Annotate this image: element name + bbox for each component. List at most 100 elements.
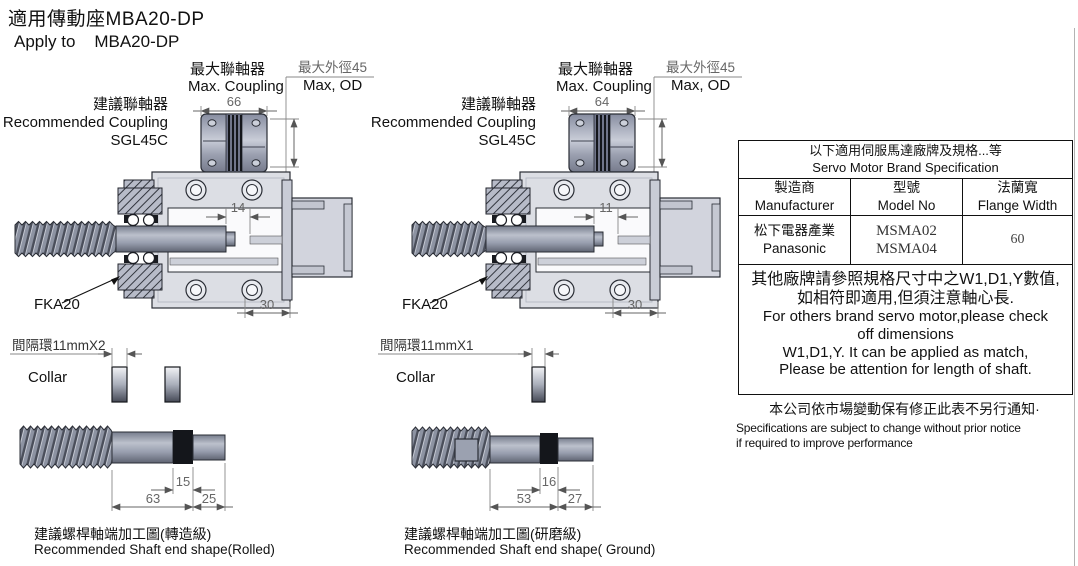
shaft-end-drawing: 15 63 25 建議螺桿軸端加工圖(轉造級) Recommended Shaf… [19,425,275,557]
ballscrew-shaft-thread [14,220,123,258]
leader-arrowhead [111,276,120,285]
col-header-flange-width: 法蘭寬 Flange Width [963,179,1072,215]
recommended-coupling-model: SGL45C [478,132,536,149]
spec-table-title: 以下適用伺服馬達廠牌及規格...等 Servo Motor Brand Spec… [739,141,1072,179]
coupling-screw [575,119,585,127]
spec-table-header-row: 製造商 Manufacturer 型號 Model No 法蘭寬 Flange … [739,179,1072,216]
max-coupling-label-zh: 最大聯軸器 [190,61,265,78]
max-coupling-label-en: Max. Coupling [188,78,284,95]
collar-label-en: Collar [396,369,435,386]
collar-cluster: 間隔環11mmX1 Collar [378,338,559,403]
drawing-group-rolled: 最大聯軸器 Max. Coupling 66 最大外徑45 [3,60,374,557]
manufacturer-en: Panasonic [762,241,827,256]
model-no-1: MSMA02 [876,223,937,239]
change-notice-en: Specifications are subject to change wit… [736,421,1078,451]
spec-table-notes: 其他廠牌請參照規格尺寸中之W1,D1,Y數值, 如相符即適用,但須注意軸心長. … [739,265,1072,394]
page-title-en: Apply to MBA20-DP [14,32,180,51]
note-zh-2: 如相符即適用,但須注意軸心長. [797,290,1014,308]
collar-ring [164,366,181,403]
col-header-model-en: Model No [877,198,936,213]
spec-table-title-en: Servo Motor Brand Specification [812,159,999,175]
coupling-screw [207,119,217,127]
recommended-coupling-en: Recommended Coupling [371,114,536,131]
bearing-ball [510,213,524,227]
max-coupling-label-en: Max. Coupling [556,78,652,95]
recommended-coupling-zh: 建議聯軸器 [461,95,536,113]
recommended-coupling-en: Recommended Coupling [3,114,168,131]
bearing-ball [142,251,156,265]
collar-ring [111,366,128,403]
page-title-zh: 適用傳動座MBA20-DP [8,9,205,30]
collar-label-zh: 間隔環11mmX2 [12,338,106,353]
bearing-ball [494,251,508,265]
note-en-4: Please be attention for length of shaft. [779,361,1032,379]
coupling-width-dim: 66 [227,94,241,109]
max-od-label-en: Max, OD [303,77,362,94]
servo-motor [291,197,353,278]
collar-label-zh: 間隔環11mmX1 [380,338,474,353]
change-notice-en-line2: if required to improve performance [736,436,913,450]
assembly-drawing: FKA20 11 30 [402,171,721,318]
shaft-end-body [489,435,541,464]
coupling-screw [619,119,629,127]
shaft-dim-right: 27 [568,491,582,506]
note-en-2: off dimensions [857,326,954,344]
col-header-manufacturer-zh: 製造商 [774,180,815,196]
motor-flange [281,179,293,301]
motor-flange [649,179,661,301]
coupling-width-dim: 64 [595,94,609,109]
manufacturer-zh: 松下電器產業 [754,223,835,239]
max-od-label-zh: 最大外徑45 [298,60,367,75]
shaft-end-locknut [540,433,558,464]
model-no-2: MSMA04 [876,241,937,257]
cell-manufacturer: 松下電器產業 Panasonic [739,216,851,264]
cell-models: MSMA02 MSMA04 [851,216,963,264]
leader-arrowhead [479,276,488,285]
flange-dim: 30 [260,297,274,312]
shaft-end-body [111,431,174,464]
support-bearing-unit [117,179,163,299]
coupling-screw [619,159,629,167]
max-od-label-en: Max, OD [671,77,730,94]
shaft-caption-zh: 建議螺桿軸端加工圖(研磨級) [404,526,581,542]
max-od-label-zh: 最大外徑45 [666,60,735,75]
cavity-dim: 11 [599,200,613,215]
shaft-key-flat [454,438,479,462]
shaft-end-journal [557,437,594,462]
bearing-ball [494,213,508,227]
col-header-manufacturer: 製造商 Manufacturer [739,179,851,215]
page-edge-line [1074,28,1075,566]
coupling-screw [251,159,261,167]
change-notice-en-line1: Specifications are subject to change wit… [736,421,1021,435]
bearing-ball [142,213,156,227]
cell-flange-width: 60 [963,216,1072,264]
page-title: 適用傳動座MBA20-DP Apply to MBA20-DP [8,4,205,52]
ballscrew-shaft-thread [411,220,492,258]
shaft-dim-left: 53 [517,491,531,506]
col-header-flange-en: Flange Width [977,198,1058,213]
support-bearing-unit [485,179,531,299]
bearing-ball [126,251,140,265]
note-en-3: W1,D1,Y. It can be applied as match, [782,343,1029,361]
housing-bolt-holes [553,179,631,301]
spec-table-data-row: 松下電器產業 Panasonic MSMA02 MSMA04 60 [739,216,1072,265]
drawing-group-ground: 最大聯軸器 Max. Coupling 64 最大外徑45 [371,60,742,557]
note-zh-1: 其他廠牌請參照規格尺寸中之W1,D1,Y數值, [751,271,1060,288]
servo-motor [659,197,721,278]
shaft-dim-right: 25 [202,491,216,506]
recommended-coupling-model: SGL45C [110,132,168,149]
coupling-screw [575,159,585,167]
coupling-graphic [200,113,268,173]
bearing-ball [510,251,524,265]
housing-bolt-holes [185,179,263,301]
shaft-caption-en: Recommended Shaft end shape( Ground) [404,542,655,557]
shaft-dim-mid: 16 [542,474,556,489]
ballscrew-shaft [485,225,595,253]
col-header-model: 型號 Model No [851,179,963,215]
shaft-end-thread [19,425,113,469]
coupling-cluster: 最大聯軸器 Max. Coupling 66 最大外徑45 [3,60,374,202]
col-header-model-zh: 型號 [893,180,920,196]
servo-spec-table: 以下適用伺服馬達廠牌及規格...等 Servo Motor Brand Spec… [738,140,1073,395]
collar-label-en: Collar [28,369,67,386]
